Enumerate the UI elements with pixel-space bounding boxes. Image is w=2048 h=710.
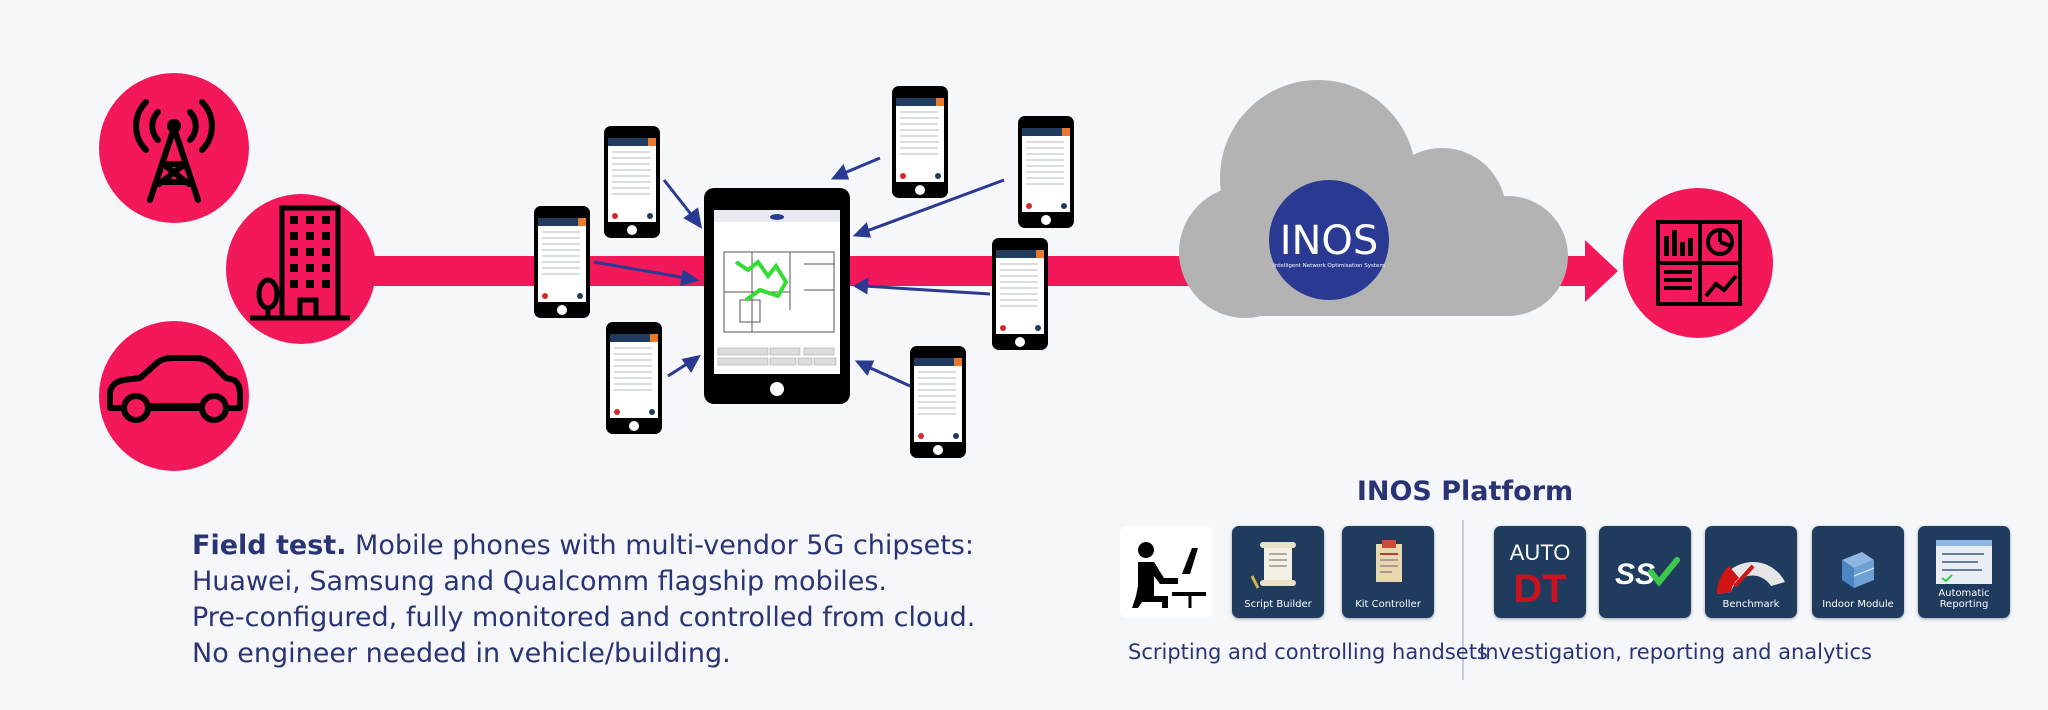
caption-line-1: Field test. Mobile phones with multi-ven…	[192, 528, 975, 564]
auto-dt-tile[interactable]: AUTO DT	[1494, 526, 1586, 618]
smartphone-1	[604, 126, 660, 238]
analytics-section-label: Investigation, reporting and analytics	[1479, 640, 1872, 664]
caption-line-1-rest: Mobile phones with multi-vendor 5G chips…	[346, 530, 974, 561]
indoor-floors-icon	[1842, 552, 1875, 588]
script-scroll-icon	[1250, 542, 1296, 589]
engineer-tile[interactable]	[1120, 526, 1212, 618]
ss-check-logo: SS	[1615, 557, 1680, 591]
smartphone-7	[910, 346, 966, 458]
report-document-icon	[1936, 540, 1992, 584]
ss-tile[interactable]: SS	[1599, 526, 1691, 618]
script-builder-label: Script Builder	[1244, 599, 1312, 610]
benchmark-tile[interactable]: Benchmark	[1705, 526, 1797, 618]
arrow-phone5-to-tablet	[852, 178, 1005, 238]
kit-controller-tile[interactable]: Kit Controller	[1342, 526, 1434, 618]
kit-controller-icon	[1376, 540, 1402, 582]
building-icon	[226, 194, 376, 344]
inos-logo-text: INOS	[1280, 218, 1379, 264]
auto-dt-text-top: AUTO	[1510, 540, 1571, 565]
cloud	[1179, 80, 1568, 318]
arrow-phone1-to-tablet	[662, 179, 703, 229]
benchmark-gauge-icon	[1716, 562, 1785, 594]
smartphone-4	[892, 86, 948, 198]
ss-text: SS	[1615, 558, 1655, 591]
kit-controller-label: Kit Controller	[1355, 599, 1421, 610]
caption-line-3: Pre-configured, fully monitored and cont…	[192, 602, 976, 633]
smartphone-6	[992, 238, 1048, 350]
caption-line-4: No engineer needed in vehicle/building.	[192, 638, 731, 669]
benchmark-label: Benchmark	[1722, 599, 1780, 610]
smartphone-2	[534, 206, 590, 318]
scripting-section-label: Scripting and controlling handsets	[1128, 640, 1488, 664]
platform-title: INOS Platform	[1356, 476, 1574, 507]
arrow-phone3-to-tablet	[667, 354, 701, 378]
smartphone-3	[606, 322, 662, 434]
caption-lead: Field test.	[192, 530, 347, 561]
section-divider	[1462, 520, 1464, 680]
smartphone-5	[1018, 116, 1074, 228]
automatic-reporting-tile[interactable]: Automatic Reporting	[1918, 526, 2010, 618]
script-builder-tile[interactable]: Script Builder	[1232, 526, 1324, 618]
flow-arrow-head	[1585, 240, 1618, 302]
indoor-module-tile[interactable]: Indoor Module	[1812, 526, 1904, 618]
auto-dt-logo: AUTO DT	[1510, 540, 1571, 611]
automatic-reporting-label: Automatic Reporting	[1938, 588, 1990, 610]
indoor-module-label: Indoor Module	[1822, 599, 1894, 610]
field-test-caption: Field test. Mobile phones with multi-ven…	[192, 528, 975, 672]
report-analytics-icon	[1623, 188, 1773, 338]
arrow-phone4-to-tablet	[830, 156, 881, 180]
arrow-phone7-to-tablet	[854, 360, 911, 388]
engineer-at-computer-icon	[1132, 542, 1206, 608]
tablet	[704, 188, 850, 404]
car-icon	[99, 321, 249, 471]
auto-dt-text-bottom: DT	[1513, 567, 1566, 611]
caption-line-2: Huawei, Samsung and Qualcomm flagship mo…	[192, 566, 887, 597]
arrow-phone2-to-tablet	[593, 260, 700, 287]
arrow-phone6-to-tablet	[852, 277, 991, 296]
cell-tower-icon	[99, 73, 249, 223]
inos-logo-subtitle: Intelligent Network Optimisation System	[1273, 263, 1385, 269]
inos-logo: INOS Intelligent Network Optimisation Sy…	[1269, 180, 1389, 300]
